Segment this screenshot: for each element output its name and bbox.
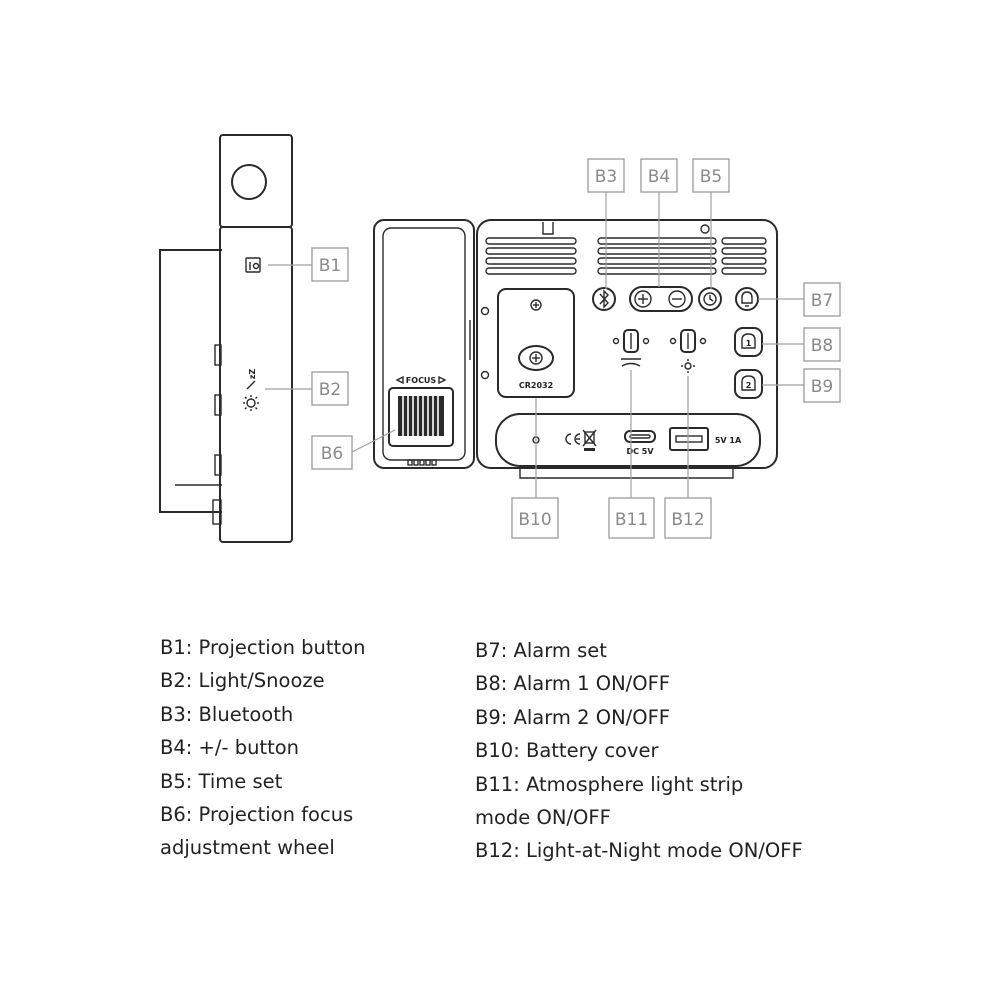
callout-b4: B4	[640, 158, 678, 193]
svg-text:B9: B9	[811, 377, 833, 397]
svg-text:B6: B6	[321, 444, 343, 464]
legend-item: B8: Alarm 1 ON/OFF	[475, 672, 671, 696]
usb-c-port[interactable]	[624, 430, 656, 443]
battery-label: CR2032	[519, 381, 553, 390]
night-light-switch[interactable]	[669, 329, 707, 373]
svg-text:B8: B8	[811, 336, 833, 356]
alarm-2-button[interactable]: 2	[734, 369, 763, 399]
legend-item: mode ON/OFF	[475, 806, 611, 830]
projector-arm	[373, 219, 475, 469]
focus-label: FOCUS	[406, 376, 437, 385]
focus-wheel[interactable]	[388, 387, 454, 447]
legend-item: B9: Alarm 2 ON/OFF	[475, 705, 671, 729]
port-panel	[495, 413, 761, 467]
light-snooze-icon[interactable]: zZ	[243, 369, 259, 411]
callout-b3: B3	[587, 158, 625, 193]
legend-item: B7: Alarm set	[475, 639, 607, 662]
legend-item: B11: Atmosphere light strip	[475, 772, 744, 796]
legend-item: B4: +/- button	[160, 736, 300, 760]
time-set-button[interactable]	[698, 287, 722, 311]
legend-item: B6: Projection focus	[160, 803, 354, 827]
svg-text:B3: B3	[595, 167, 617, 187]
battery-cover[interactable]: CR2032	[497, 288, 575, 398]
alarm-1-button[interactable]: 1	[734, 327, 763, 357]
legend-item: B1: Projection button	[160, 636, 366, 659]
ce-mark	[565, 429, 597, 451]
legend-item: B5: Time set	[160, 769, 283, 793]
side-view: zZ	[159, 134, 293, 543]
legend-item: B2: Light/Snooze	[160, 669, 325, 693]
projector-lens	[231, 164, 267, 200]
atmosphere-light-switch[interactable]	[612, 329, 650, 367]
projection-icon[interactable]	[245, 257, 261, 273]
callout-b11: B11	[608, 497, 655, 539]
callout-b12: B12	[664, 497, 712, 539]
side-back-cover	[159, 249, 222, 513]
callout-b7: B7	[803, 282, 841, 317]
svg-text:B11: B11	[615, 510, 648, 530]
callout-b2: B2	[311, 371, 349, 406]
svg-text:1: 1	[746, 339, 752, 348]
svg-text:B2: B2	[319, 380, 341, 400]
svg-text:2: 2	[746, 381, 752, 390]
svg-text:zZ: zZ	[248, 369, 257, 380]
svg-text:B12: B12	[671, 510, 704, 530]
callout-b9: B9	[803, 368, 841, 403]
callout-b5: B5	[692, 158, 730, 193]
legend-item: B3: Bluetooth	[160, 702, 294, 726]
speaker-grille	[485, 237, 767, 275]
dc-label: DC 5V	[626, 447, 654, 456]
callout-b10: B10	[511, 497, 559, 539]
callout-b8: B8	[803, 327, 841, 362]
svg-text:B7: B7	[811, 291, 833, 311]
svg-text:B4: B4	[648, 167, 670, 187]
legend-item: B10: Battery cover	[475, 739, 659, 763]
back-view: FOCUS	[373, 219, 778, 479]
projector-head	[219, 134, 293, 228]
legend-item: adjustment wheel	[160, 836, 335, 860]
callout-b6: B6	[311, 435, 353, 470]
side-body	[219, 226, 293, 543]
callout-b1: B1	[311, 247, 349, 282]
alarm-set-button[interactable]	[735, 287, 759, 311]
usb-label: 5V 1A	[715, 436, 742, 445]
usb-a-port[interactable]	[669, 427, 709, 451]
svg-text:B5: B5	[700, 167, 722, 187]
legend-item: B12: Light-at-Night mode ON/OFF	[475, 839, 803, 863]
bluetooth-button[interactable]	[592, 287, 616, 311]
svg-text:B1: B1	[319, 256, 341, 276]
svg-text:B10: B10	[518, 510, 551, 530]
leader-lines	[265, 192, 804, 498]
plus-minus-button[interactable]	[629, 286, 693, 312]
legend-left: B1: Projection button B2: Light/Snooze B…	[160, 631, 366, 865]
legend-right: B7: Alarm set B8: Alarm 1 ON/OFF B9: Ala…	[475, 634, 803, 868]
